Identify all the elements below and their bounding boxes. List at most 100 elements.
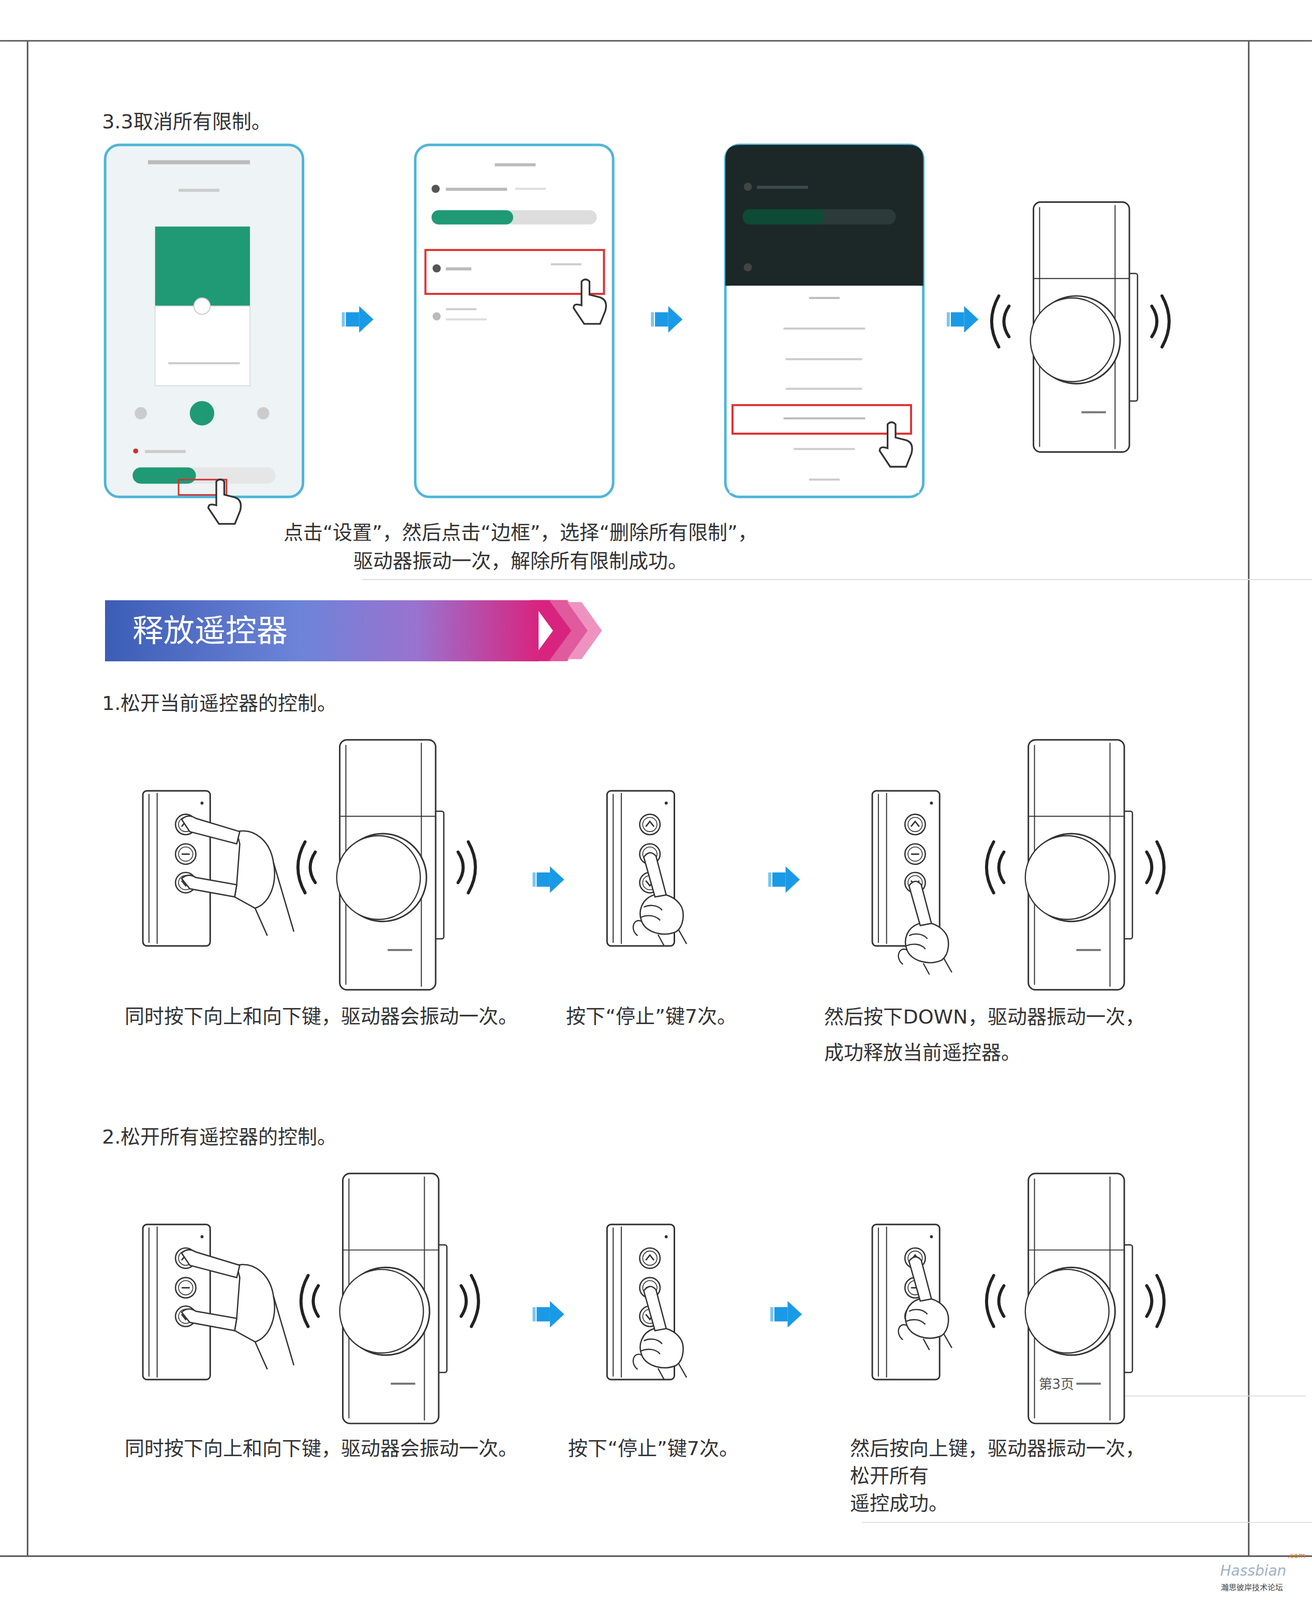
- actuator-device: [301, 1275, 479, 1327]
- phone-screen: [742, 209, 825, 225]
- phone-screen: [194, 297, 211, 315]
- actuator-device: [297, 201, 1170, 1423]
- phone-screen: [144, 450, 186, 454]
- watermark: .com: [1287, 1551, 1306, 1559]
- phone-screen: [425, 249, 604, 294]
- step-caption: 同时按下向上和向下键，驱动器会振动一次。: [124, 1435, 518, 1461]
- page-frame: [0, 40, 1312, 1556]
- phone-screen: [132, 467, 196, 484]
- actuator-device: [991, 295, 1170, 348]
- page-frame: [362, 579, 1312, 1523]
- phone-screen: [105, 144, 304, 524]
- phone-screen: [743, 263, 753, 272]
- remote-control: [142, 790, 952, 1380]
- phone-screen: [725, 144, 924, 497]
- remote-control: [633, 852, 687, 946]
- phone-screen: [793, 448, 855, 451]
- watermark: 瀚思彼岸技术论坛: [1220, 1582, 1284, 1592]
- phone-screen: [783, 417, 866, 420]
- watermark: Hassbian: [1220, 1561, 1287, 1580]
- phone-screen: [189, 400, 215, 426]
- step-caption: 然后按向上键，驱动器振动一次， 松开所有 遥控成功。: [850, 1434, 1238, 1518]
- phone-screen: [147, 160, 250, 165]
- phone-screen: [809, 296, 840, 300]
- phone-screen: [132, 448, 139, 454]
- actuator-device: [1025, 739, 1133, 990]
- phone-screen: [785, 387, 862, 390]
- phone-screen: [729, 285, 920, 493]
- phone-screen: [432, 311, 441, 321]
- phone-screen: [257, 407, 270, 420]
- actuator-device: [986, 1275, 1165, 1327]
- phone-screen: [415, 144, 614, 497]
- phone-screen: [134, 407, 147, 420]
- phone-screen: [573, 279, 607, 324]
- phone-screen: [725, 144, 924, 286]
- phone-screen: [783, 327, 866, 330]
- phone-screen: [431, 210, 514, 225]
- remote-control: [898, 881, 952, 975]
- step-arrow: [341, 306, 374, 333]
- phone-screen: [725, 144, 924, 497]
- phone-screen: [168, 362, 240, 365]
- remote-control: [633, 1286, 687, 1380]
- phone-screen: [732, 405, 912, 434]
- phone-screen: [550, 263, 582, 266]
- phone-screen: [445, 318, 487, 321]
- step-arrow: [650, 306, 683, 333]
- section-heading: 2.松开所有遥控器的控制。: [101, 1124, 337, 1150]
- phone-screen: [432, 264, 441, 273]
- phone-screen: [445, 267, 472, 271]
- remote-control: [181, 1249, 294, 1369]
- section-banner: 释放遥控器: [105, 600, 539, 662]
- banner-chevron: [530, 600, 602, 662]
- phone-screen: [756, 185, 809, 189]
- step-arrow: [946, 306, 979, 333]
- actuator-device: [1025, 1173, 1133, 1424]
- phone-screen: [445, 308, 477, 311]
- phone-screen: [743, 182, 753, 191]
- actuator-device: [1030, 201, 1138, 452]
- phone-screen: [494, 163, 536, 167]
- step-arrow: [770, 1300, 802, 1328]
- phone-screen: [155, 306, 250, 386]
- phone-screen: [879, 422, 913, 467]
- phone-screen: [208, 479, 242, 525]
- phone-screen: [132, 467, 276, 484]
- step-caption: 同时按下向上和向下键，驱动器会振动一次。: [124, 1003, 518, 1030]
- phone-screen: [809, 478, 840, 481]
- step-arrow: [768, 866, 800, 893]
- step-arrow: [532, 866, 564, 893]
- phone-screen: [785, 358, 862, 361]
- phone-screen: [155, 226, 250, 315]
- banner-title: 释放遥控器: [132, 600, 288, 662]
- phone-screen: [105, 144, 304, 497]
- phone-screen: [515, 187, 546, 190]
- phone-screen: [178, 188, 220, 192]
- phone-screen: [431, 210, 597, 225]
- remote-control: [898, 1256, 952, 1350]
- section-heading: 3.3取消所有限制。: [101, 109, 271, 135]
- actuator-device: [986, 841, 1165, 893]
- page-frame: [0, 40, 1312, 1556]
- step-caption: 点击“设置”，然后点击“边框”，选择“删除所有限制”， 驱动器振动一次，解除所有…: [214, 518, 827, 576]
- phone-screen: [445, 187, 508, 191]
- actuator-device: [336, 739, 444, 990]
- step-caption: 按下“停止”键7次。: [565, 1003, 737, 1030]
- actuator-device: [297, 841, 476, 893]
- page-number: 第3页: [1038, 1376, 1075, 1393]
- phone-screen: [415, 144, 614, 497]
- step-arrow: [532, 1300, 564, 1328]
- remote-control: [142, 1224, 211, 1380]
- section-heading: 1.松开当前遥控器的控制。: [101, 690, 337, 717]
- remote-control: [181, 815, 294, 936]
- remote-control: [142, 790, 211, 946]
- step-caption: 然后按下DOWN，驱动器振动一次， 成功释放当前遥控器。: [824, 999, 1253, 1071]
- banner-chevron: [567, 601, 602, 659]
- actuator-device: [339, 1173, 447, 1424]
- phone-screen: [431, 184, 440, 193]
- phone-screen: [742, 209, 897, 225]
- step-caption: 按下“停止”键7次。: [568, 1435, 739, 1461]
